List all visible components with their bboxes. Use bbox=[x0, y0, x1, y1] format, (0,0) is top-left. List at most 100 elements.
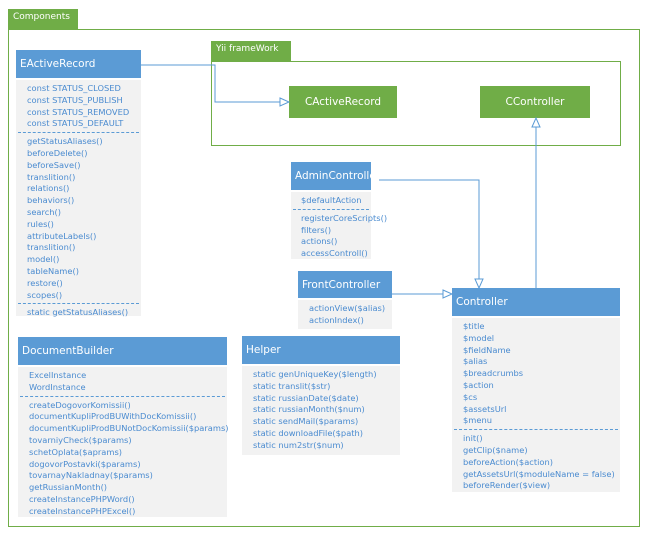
member: accessControll() bbox=[301, 248, 368, 259]
member: schetOplata($aprams) bbox=[29, 446, 123, 457]
member: getAssetsUrl($moduleName = false) bbox=[463, 468, 615, 479]
member: $defaultAction bbox=[301, 195, 362, 205]
member: attributeLabels() bbox=[27, 230, 97, 241]
member: static translit($str) bbox=[253, 380, 331, 391]
member: ExcelInstance bbox=[29, 370, 87, 380]
arrowhead-icon bbox=[442, 289, 454, 299]
member: beforeDelete() bbox=[27, 147, 88, 158]
member: createDogovorKomissii() bbox=[29, 399, 131, 410]
member: search() bbox=[27, 206, 62, 217]
member: filters() bbox=[301, 224, 332, 235]
member: beforeRender($view) bbox=[463, 480, 551, 491]
yii-frame bbox=[211, 61, 621, 146]
admincontroller-to-controller bbox=[379, 179, 480, 279]
class-title: AdminController bbox=[291, 162, 380, 192]
member: rules() bbox=[27, 218, 54, 229]
member: documentKupliProdBUWithDocKomissii() bbox=[29, 411, 197, 422]
class-title: Controller bbox=[452, 288, 620, 318]
member: const STATUS_DEFAULT bbox=[27, 118, 124, 129]
member: init() bbox=[463, 433, 483, 444]
class-helper[interactable]: Helper static genUniqueKey($length)stati… bbox=[242, 336, 400, 455]
member: tovarniyCheck($params) bbox=[29, 434, 132, 445]
member-list: getStatusAliases()beforeDelete()beforeSa… bbox=[16, 133, 141, 303]
member: $alias bbox=[463, 356, 488, 367]
eactiverecord-to-cactiverecord bbox=[141, 64, 280, 103]
arrowhead-icon bbox=[474, 278, 484, 290]
member: static downloadFile($path) bbox=[253, 427, 364, 438]
member: tovarnayNakladnay($params) bbox=[29, 470, 153, 481]
member: beforeAction($action) bbox=[463, 456, 553, 467]
divider bbox=[454, 429, 618, 431]
member-list: $title$model$fieldName$alias$breadcrumbs… bbox=[452, 318, 620, 429]
member-list: actionView($alias)actionIndex() bbox=[298, 300, 392, 329]
member: $model bbox=[463, 332, 495, 343]
class-title: DocumentBuilder bbox=[18, 337, 227, 367]
arrowhead-icon bbox=[279, 97, 291, 107]
components-frame-tab: Components bbox=[8, 9, 78, 29]
member: model() bbox=[27, 254, 60, 265]
yii-frame-tab: Yii frameWork bbox=[211, 41, 291, 61]
member: $breadcrumbs bbox=[463, 368, 524, 379]
member: dogovorPostavki($params) bbox=[29, 458, 141, 469]
divider bbox=[18, 303, 139, 305]
member-list: registerCoreScripts()filters()actions()a… bbox=[291, 210, 388, 262]
member: static getStatusAliases() bbox=[27, 307, 129, 318]
member: relations() bbox=[27, 183, 70, 194]
member-list: static getStatusAliases() bbox=[16, 304, 141, 321]
member: getStatusAliases() bbox=[27, 136, 103, 147]
member-list: createDogovorKomissii()documentKupliProd… bbox=[18, 397, 229, 520]
arrowhead-icon bbox=[531, 116, 541, 128]
member: beforeSave() bbox=[27, 159, 81, 170]
member: WordInstance bbox=[29, 381, 86, 392]
class-admincontroller[interactable]: AdminController $defaultAction registerC… bbox=[291, 162, 388, 262]
member: getClip($name) bbox=[463, 444, 528, 455]
member-list: $defaultAction bbox=[291, 192, 371, 209]
member: $assetsUrl bbox=[463, 403, 507, 414]
member: $cs bbox=[463, 391, 478, 402]
member: behaviors() bbox=[27, 195, 75, 206]
member-list: static genUniqueKey($length)static trans… bbox=[242, 366, 400, 454]
member: registerCoreScripts() bbox=[301, 212, 388, 223]
member: tableName() bbox=[27, 265, 79, 276]
member: translition() bbox=[27, 171, 76, 182]
member: actionIndex() bbox=[309, 314, 364, 325]
member: static russianMonth($num) bbox=[253, 404, 365, 415]
class-ccontroller[interactable]: CController bbox=[480, 86, 590, 118]
member: actions() bbox=[301, 236, 338, 247]
member: $action bbox=[463, 379, 494, 390]
member: getRussianMonth() bbox=[29, 482, 108, 493]
member: createInstancePHPWord() bbox=[29, 493, 135, 504]
member: restore() bbox=[27, 277, 63, 288]
class-title: Helper bbox=[242, 336, 400, 366]
member: static num2str($num) bbox=[253, 439, 344, 450]
member: scopes() bbox=[27, 289, 63, 300]
class-frontcontroller[interactable]: FrontController actionView($alias)action… bbox=[298, 271, 392, 329]
member: static russianDate($date) bbox=[253, 392, 359, 403]
divider bbox=[18, 132, 139, 134]
member: const STATUS_PUBLISH bbox=[27, 94, 123, 105]
member: actionView($alias) bbox=[309, 303, 386, 313]
member: translition() bbox=[27, 242, 76, 253]
member: documentKupliProdBUNotDocKomissii($param… bbox=[29, 423, 229, 434]
divider bbox=[20, 395, 225, 397]
class-cactiverecord[interactable]: CActiveRecord bbox=[289, 86, 397, 118]
class-controller[interactable]: Controller $title$model$fieldName$alias$… bbox=[452, 288, 620, 492]
class-title: EActiveRecord bbox=[16, 50, 141, 80]
member: const STATUS_CLOSED bbox=[27, 83, 121, 93]
components-frame bbox=[8, 29, 640, 527]
member: const STATUS_REMOVED bbox=[27, 106, 130, 117]
member: static genUniqueKey($length) bbox=[253, 369, 377, 379]
member: $menu bbox=[463, 415, 492, 426]
member: $title bbox=[463, 321, 485, 331]
member: createInstancePHPExcel() bbox=[29, 505, 136, 516]
member-list: init()getClip($name)beforeAction($action… bbox=[452, 430, 620, 494]
divider bbox=[293, 208, 369, 210]
class-title: FrontController bbox=[298, 271, 392, 300]
member: $fieldName bbox=[463, 344, 511, 355]
member: static sendMail($params) bbox=[253, 416, 359, 427]
